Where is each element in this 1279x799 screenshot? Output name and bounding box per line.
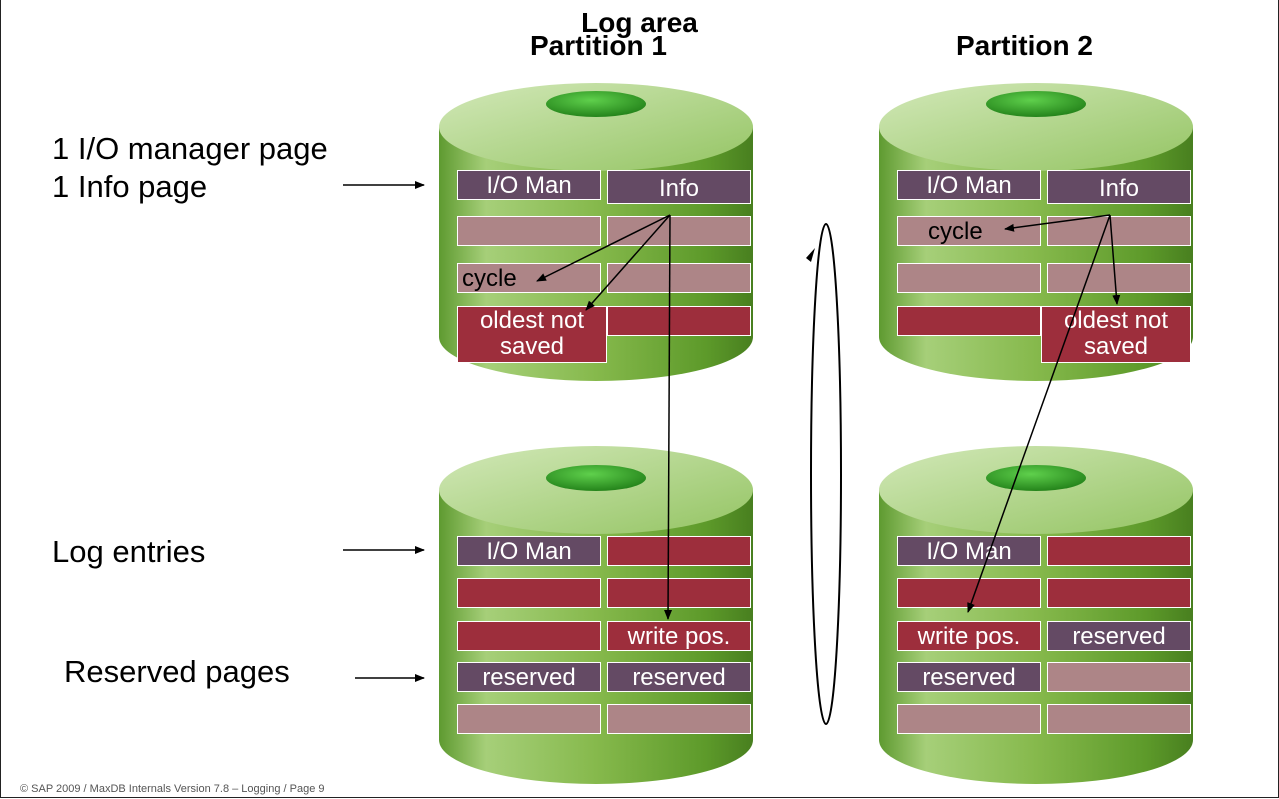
p2-page-empty — [1047, 263, 1191, 293]
p1-reserved-page: reserved — [457, 662, 601, 692]
label-reserved-pages: Reserved pages — [64, 654, 290, 689]
p2-oldest-not-saved-page: oldest not saved — [1041, 306, 1191, 363]
label-log-entries: Log entries — [52, 534, 206, 569]
p1-write-pos-page: write pos. — [607, 621, 751, 651]
p1-log-entry-page — [457, 621, 601, 651]
p1-reserved-page: reserved — [607, 662, 751, 692]
p1-info-page: Info — [607, 170, 751, 204]
diagram-title: Log area — [581, 7, 698, 38]
p1-io-man-page-2: I/O Man — [457, 536, 601, 566]
footer-copyright: © SAP 2009 / MaxDB Internals Version 7.8… — [20, 783, 325, 795]
p1-page-red — [607, 306, 751, 336]
p1-log-entry-page — [607, 536, 751, 566]
p2-reserved-page: reserved — [897, 662, 1041, 692]
p1-page-empty — [457, 704, 601, 734]
p2-page-empty — [897, 263, 1041, 293]
p2-page-empty — [1047, 704, 1191, 734]
p2-page-empty — [1047, 216, 1191, 246]
p2-io-man-page-2: I/O Man — [897, 536, 1041, 566]
partition-1-title: Partition 1 — [530, 30, 667, 61]
p1-page-empty — [607, 704, 751, 734]
p2-page-red — [897, 306, 1041, 336]
label-io-manager-page: 1 I/O manager page 1 Info page — [52, 131, 328, 204]
p2-page-empty — [897, 704, 1041, 734]
p1-page-empty — [607, 263, 751, 293]
p2-log-entry-page — [1047, 536, 1191, 566]
p1-page-empty — [607, 216, 751, 246]
p1-io-man-page: I/O Man — [457, 170, 601, 200]
p2-cycle-page: cycle — [897, 216, 1041, 246]
partition-2-title: Partition 2 — [956, 30, 1093, 61]
p2-log-entry-page — [897, 578, 1041, 608]
p2-write-pos-page: write pos. — [897, 621, 1041, 651]
p1-oldest-not-saved-page: oldest not saved — [457, 306, 607, 363]
p2-info-page: Info — [1047, 170, 1191, 204]
p1-page-empty — [457, 216, 601, 246]
p2-page-empty — [1047, 662, 1191, 692]
p1-cycle-page: cycle — [457, 263, 601, 293]
p1-log-entry-page — [457, 578, 601, 608]
p2-log-entry-page — [1047, 578, 1191, 608]
p2-reserved-page: reserved — [1047, 621, 1191, 651]
p2-io-man-page: I/O Man — [897, 170, 1041, 200]
p1-log-entry-page — [607, 578, 751, 608]
